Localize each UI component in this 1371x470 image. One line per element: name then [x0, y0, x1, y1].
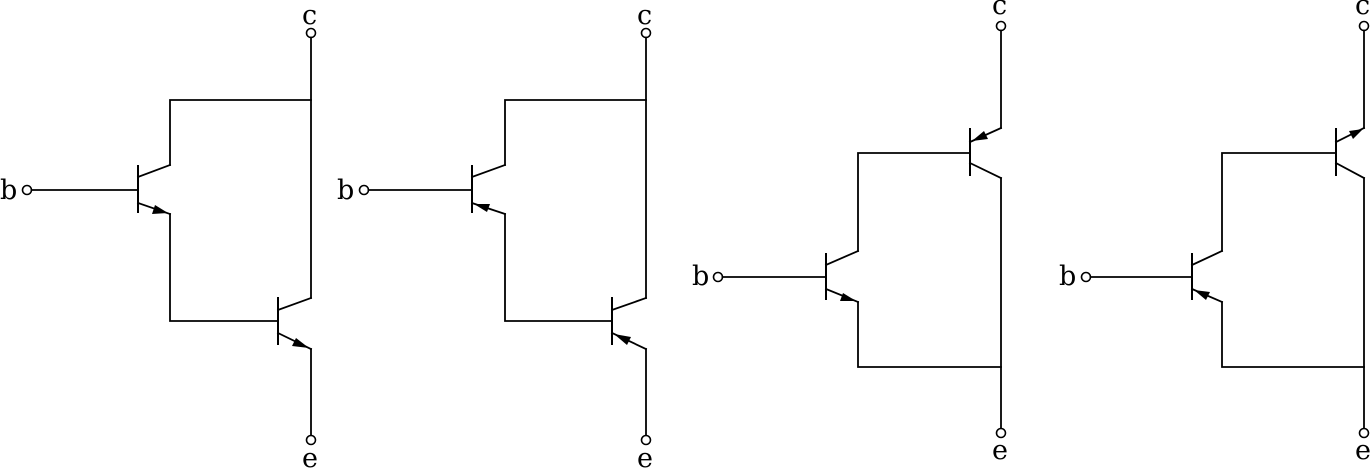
collector-label: c — [302, 0, 317, 31]
output-collector-lead — [610, 296, 648, 312]
collector-label: c — [992, 0, 1007, 21]
base-terminal — [712, 271, 724, 283]
driver-transistor — [136, 163, 172, 216]
driver-transistor — [1190, 249, 1224, 304]
collector-label: c — [1355, 0, 1370, 21]
emitter-label: e — [1355, 435, 1371, 466]
output-emitter-arrow — [614, 334, 631, 345]
driver-collector-wire — [169, 99, 312, 166]
output-transistor — [276, 296, 313, 351]
base-terminal — [21, 184, 33, 196]
collector-terminal — [640, 27, 652, 39]
output-emitter-arrow — [292, 338, 309, 348]
circuit-3: c b e — [692, 0, 1008, 466]
base-label: b — [692, 261, 709, 292]
driver-emitter-wire — [1221, 301, 1365, 368]
output-transistor — [968, 126, 1003, 180]
driver-emitter-arrow — [840, 293, 856, 301]
driver-transistor — [470, 163, 507, 216]
collector-terminal — [995, 20, 1007, 32]
driver-collector-lead — [470, 163, 507, 179]
emitter-terminal — [640, 434, 652, 446]
output-collector-lead — [1334, 161, 1366, 180]
output-emitter-arrow — [972, 131, 988, 141]
base-terminal — [1080, 271, 1092, 283]
output-collector-lead — [276, 296, 313, 312]
driver-collector-wire — [504, 99, 647, 166]
base-label: b — [1059, 261, 1076, 292]
output-collector-lead — [968, 161, 1003, 180]
driver-emitter-wire — [169, 213, 279, 322]
driver-emitter-arrow — [474, 204, 490, 212]
base-label: b — [337, 175, 354, 206]
emitter-terminal — [995, 427, 1007, 439]
collector-label: c — [637, 0, 652, 31]
emitter-label: e — [637, 443, 653, 470]
base-terminal — [358, 184, 370, 196]
driver-emitter-arrow — [152, 205, 168, 214]
output-emitter-arrow — [1349, 129, 1363, 139]
circuit-1: c b e — [0, 0, 318, 470]
emitter-label: e — [302, 443, 318, 470]
driver-collector-lead — [1190, 249, 1224, 267]
driver-transistor — [824, 249, 860, 304]
emitter-terminal — [1358, 427, 1370, 439]
output-transistor — [610, 296, 648, 351]
driver-emitter-arrow — [1194, 290, 1210, 300]
base-label: b — [0, 175, 17, 206]
driver-collector-wire — [1221, 152, 1337, 252]
driver-collector-wire — [857, 152, 971, 252]
driver-collector-lead — [824, 249, 860, 267]
collector-terminal — [305, 27, 317, 39]
collector-terminal — [1358, 20, 1370, 32]
driver-emitter-wire — [504, 213, 613, 322]
driver-emitter-wire — [857, 301, 1002, 368]
output-transistor — [1334, 126, 1366, 180]
emitter-label: e — [992, 435, 1008, 466]
circuit-4: c b e — [1059, 0, 1371, 466]
driver-collector-lead — [136, 163, 172, 179]
circuit-2: c b e — [337, 0, 653, 470]
emitter-terminal — [305, 434, 317, 446]
